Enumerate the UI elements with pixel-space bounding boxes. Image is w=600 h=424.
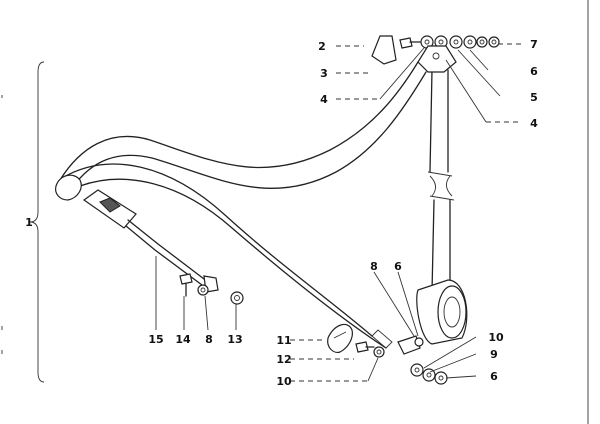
buckle-cable xyxy=(125,219,219,293)
callout-12: 12 xyxy=(276,353,291,366)
callout-3: 3 xyxy=(320,67,328,80)
leader-lines xyxy=(155,43,522,382)
callout-13: 13 xyxy=(227,333,242,346)
callout-10: 10 xyxy=(276,375,292,388)
lap-belt xyxy=(61,163,393,349)
callout-15: 15 xyxy=(148,333,163,346)
callout-14: 14 xyxy=(175,333,191,346)
callout-4: 4 xyxy=(320,93,328,106)
buckle-mount-hardware xyxy=(179,273,244,305)
callout-6: 6 xyxy=(490,370,498,383)
buckle-tongue xyxy=(55,174,137,229)
callout-11: 11 xyxy=(276,334,291,347)
callout-6: 6 xyxy=(530,65,538,78)
callout-7: 7 xyxy=(530,38,538,51)
callout-8: 8 xyxy=(205,333,213,346)
upper-anchor-hardware xyxy=(371,35,500,73)
retractor-webbing xyxy=(427,69,455,293)
retractor-reel xyxy=(416,279,468,345)
callout-8: 8 xyxy=(370,260,378,273)
callout-4: 4 xyxy=(530,117,538,130)
callout-10: 10 xyxy=(488,331,504,344)
callout-labels: 2 3 4 7 6 5 4 1 8 6 15 14 8 13 11 12 10 … xyxy=(25,38,538,388)
callout-9: 9 xyxy=(490,348,498,361)
lower-anchor-hardware xyxy=(327,323,448,385)
callout-1: 1 xyxy=(25,216,33,229)
callout-6: 6 xyxy=(394,260,402,273)
callout-2: 2 xyxy=(318,40,326,53)
assembly-bracket xyxy=(29,61,45,383)
callout-5: 5 xyxy=(530,91,538,104)
shoulder-belt xyxy=(59,61,427,190)
